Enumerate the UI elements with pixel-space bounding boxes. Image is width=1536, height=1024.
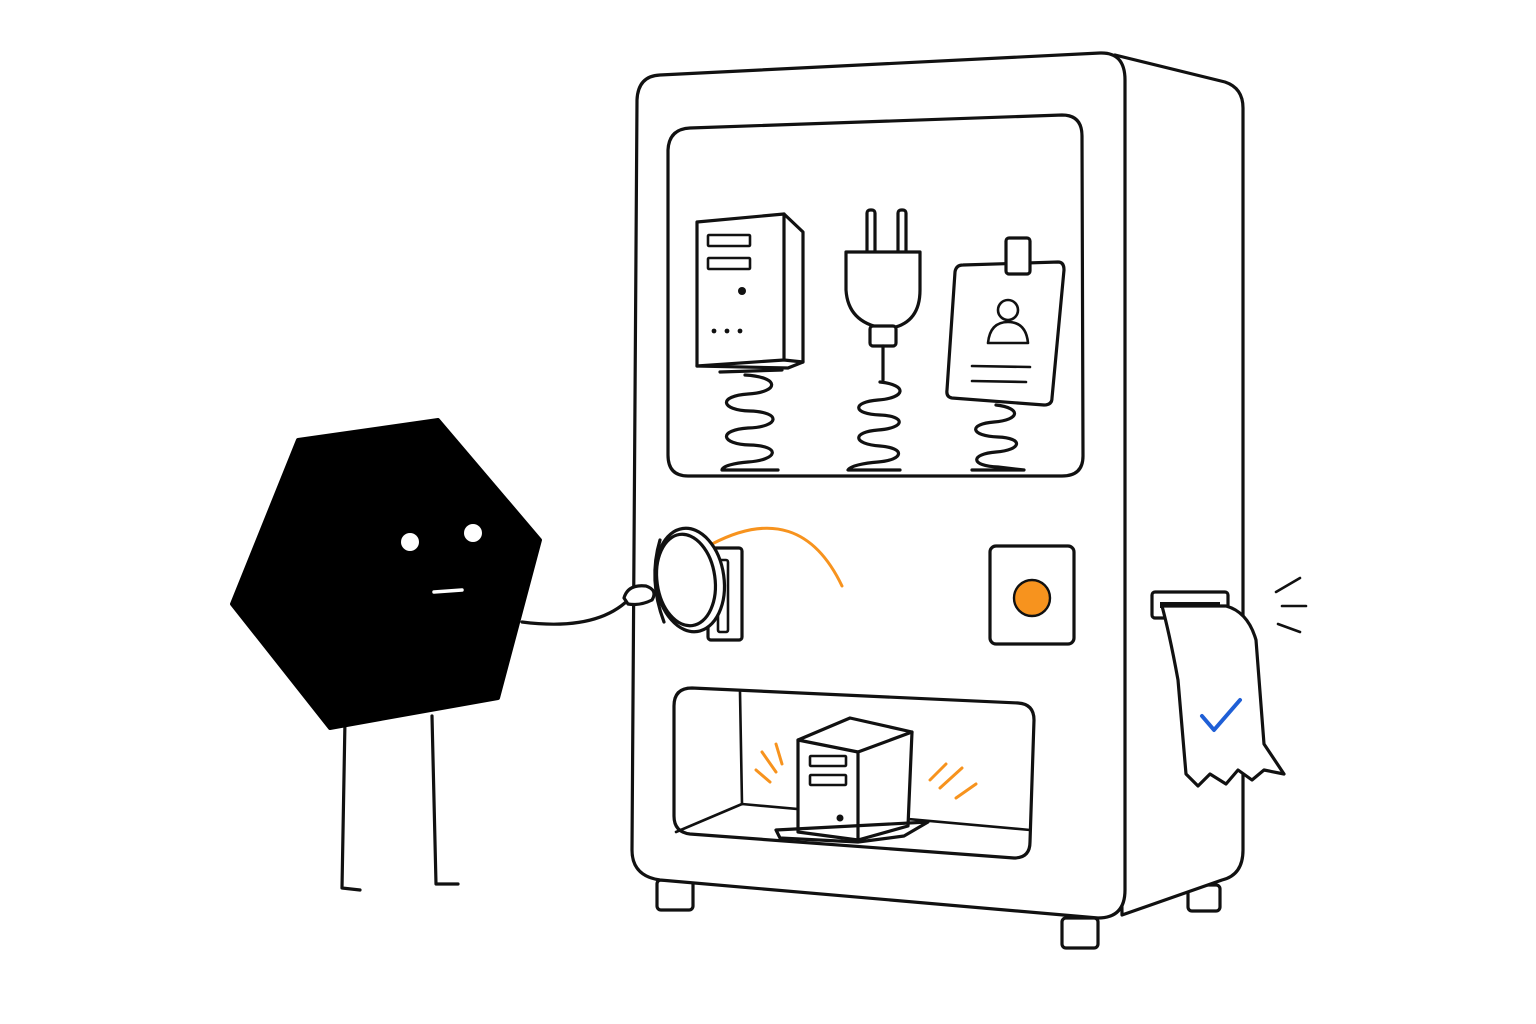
character-body — [230, 418, 542, 730]
character-hand — [622, 584, 656, 607]
spring-left — [718, 368, 784, 472]
coin-icon[interactable] — [649, 524, 731, 636]
server-icon — [695, 212, 805, 370]
character-mouth — [432, 588, 464, 594]
coin-arc — [710, 526, 844, 588]
character-eye-right — [464, 524, 482, 542]
character-eye-left — [401, 533, 419, 551]
hexagon-character — [230, 418, 656, 892]
receipt-icon[interactable] — [1160, 604, 1286, 788]
character-leg-left — [340, 718, 362, 892]
receipt-motion-lines — [1274, 576, 1308, 634]
dispense-sparkles — [754, 742, 978, 800]
check-mark-icon — [1200, 698, 1242, 732]
character-arm — [520, 594, 634, 626]
select-button[interactable] — [1012, 578, 1052, 618]
dispensed-server-icon — [774, 716, 930, 844]
character-leg-right — [430, 714, 460, 886]
spring-right — [970, 403, 1026, 472]
power-plug-icon — [844, 208, 922, 382]
spring-center — [846, 380, 902, 472]
machine-side-panel — [1113, 53, 1245, 917]
machine-foot-left — [655, 878, 695, 912]
id-badge-icon — [945, 236, 1066, 407]
machine-foot-center — [1060, 916, 1100, 950]
vending-machine — [630, 51, 1308, 950]
